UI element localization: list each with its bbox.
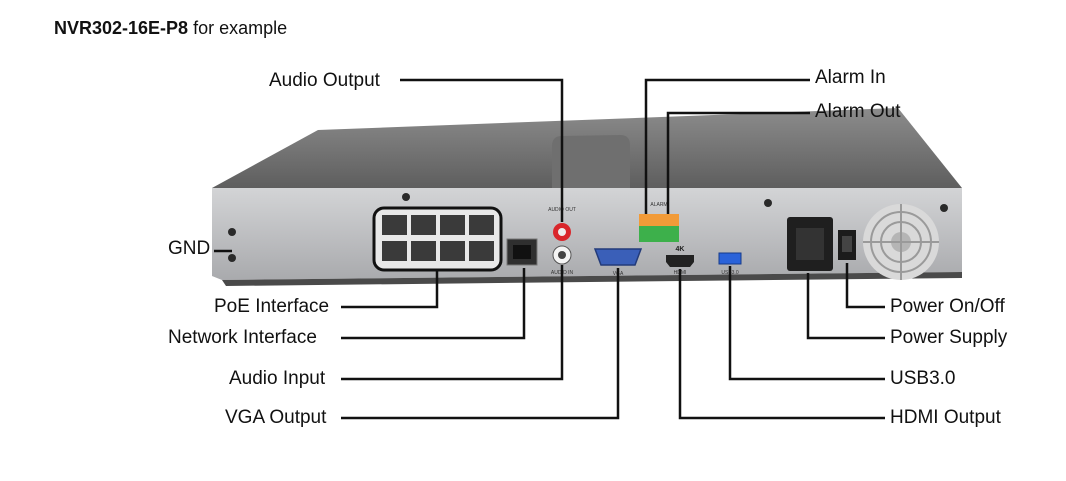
label-gnd: GND	[168, 238, 211, 259]
leader-alarm-out	[666, 111, 810, 214]
leader-lines	[214, 78, 885, 420]
label-hdmi-output: HDMI Output	[890, 407, 1001, 428]
leader-usb	[728, 266, 885, 381]
label-alarm-out: Alarm Out	[815, 101, 901, 122]
label-poe-interface: PoE Interface	[214, 296, 330, 317]
leader-power-switch	[845, 263, 885, 309]
label-audio-output: Audio Output	[269, 70, 380, 91]
chassis-top-notch	[552, 135, 630, 188]
model-name: NVR302-16E-P8	[54, 18, 189, 38]
leader-hdmi	[678, 269, 885, 420]
usb-port	[718, 252, 742, 265]
leader-poe	[341, 271, 439, 309]
label-alarm-in: Alarm In	[815, 67, 886, 88]
chassis-bottom-edge	[222, 272, 962, 286]
alarm-print: ALARM	[650, 202, 667, 208]
power-inlet	[787, 217, 833, 271]
cooling-fan	[863, 204, 939, 280]
power-switch	[838, 230, 856, 260]
label-network-interface: Network Interface	[168, 327, 317, 348]
leader-audio-input	[341, 265, 564, 381]
leader-vga	[341, 268, 620, 420]
label-audio-input: Audio Input	[229, 368, 326, 389]
poe-ports-group	[372, 206, 503, 272]
hdmi-port	[666, 255, 694, 267]
alarm-terminal-block	[639, 214, 679, 242]
label-power-supply: Power Supply	[890, 327, 1008, 348]
title-suffix: for example	[188, 18, 288, 38]
audio-output-jack	[553, 223, 571, 241]
leader-power-supply	[806, 273, 885, 340]
leader-network	[341, 268, 526, 340]
leader-alarm-in	[644, 78, 810, 214]
diagram-title: NVR302-16E-P8 for example	[54, 18, 287, 39]
audio-input-jack	[552, 245, 572, 265]
poe-port-grid	[382, 215, 494, 261]
vga-port	[593, 248, 643, 266]
label-usb3: USB3.0	[890, 368, 956, 389]
label-vga-output: VGA Output	[225, 407, 327, 428]
network-port	[506, 238, 538, 266]
leader-audio-output	[400, 78, 564, 222]
label-power-on-off: Power On/Off	[890, 296, 1005, 317]
panel-screws	[228, 193, 948, 262]
k4-print: 4K	[676, 246, 685, 253]
